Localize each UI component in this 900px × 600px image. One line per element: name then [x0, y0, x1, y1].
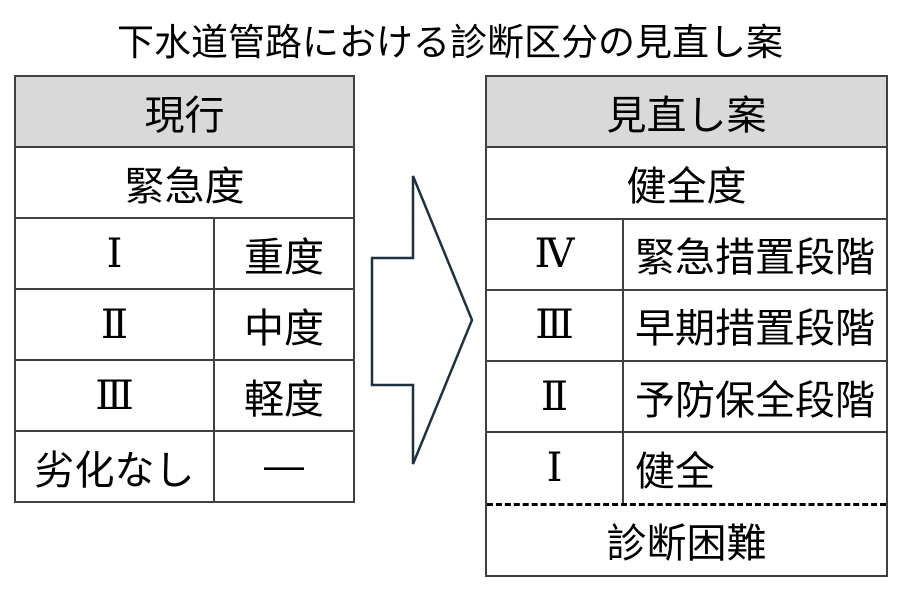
- grade-cell: 劣化なし: [34, 448, 195, 493]
- revised-table-subheader: 健全度: [626, 164, 747, 209]
- revised-table-header: 見直し案: [606, 93, 767, 138]
- revised-table-footer-row: 診断困難: [487, 502, 886, 575]
- grade-cell: Ⅲ: [535, 302, 574, 349]
- transition-arrow: [365, 170, 480, 470]
- table-row: Ⅱ 予防保全段階: [487, 360, 886, 432]
- label-cell: 緊急措置段階: [622, 219, 886, 289]
- current-table-header-row: 現行: [16, 77, 353, 146]
- table-row: Ⅲ 軽度: [16, 359, 353, 430]
- table-row: Ⅰ 重度: [16, 217, 353, 288]
- grade-cell: Ⅳ: [534, 231, 575, 278]
- grade-cell: Ⅰ: [106, 230, 123, 277]
- table-row: Ⅰ 健全: [487, 431, 886, 503]
- page-title: 下水道管路における診断区分の見直し案: [117, 22, 783, 63]
- current-table: 現行 緊急度 Ⅰ 重度 Ⅱ 中度 Ⅲ 軽度 劣化なし ―: [14, 75, 355, 503]
- right-block-arrow-icon: [370, 175, 474, 465]
- revised-table: 見直し案 健全度 Ⅳ 緊急措置段階 Ⅲ 早期措置段階 Ⅱ 予防保全段階 Ⅰ 健全…: [485, 75, 888, 577]
- table-row: Ⅱ 中度: [16, 288, 353, 359]
- revised-table-footer: 診断困難: [606, 522, 767, 567]
- revised-table-subheader-row: 健全度: [487, 146, 886, 217]
- current-table-subheader: 緊急度: [124, 164, 245, 209]
- current-table-subheader-row: 緊急度: [16, 146, 353, 217]
- label-cell: ―: [213, 432, 353, 501]
- table-row: Ⅳ 緊急措置段階: [487, 217, 886, 289]
- grade-cell: Ⅰ: [546, 445, 563, 492]
- revised-table-header-row: 見直し案: [487, 77, 886, 147]
- table-row: Ⅲ 早期措置段階: [487, 288, 886, 361]
- label-cell: 健全: [622, 433, 886, 503]
- label-cell: 予防保全段階: [622, 362, 886, 432]
- table-row: 劣化なし ―: [16, 430, 353, 501]
- label-cell: 早期措置段階: [622, 290, 886, 361]
- grade-cell: Ⅲ: [95, 372, 134, 419]
- grade-cell: Ⅱ: [540, 373, 569, 420]
- current-table-header: 現行: [144, 93, 225, 138]
- label-cell: 中度: [213, 290, 353, 359]
- label-cell: 重度: [213, 219, 353, 288]
- label-cell: 軽度: [213, 361, 353, 430]
- grade-cell: Ⅱ: [100, 301, 129, 348]
